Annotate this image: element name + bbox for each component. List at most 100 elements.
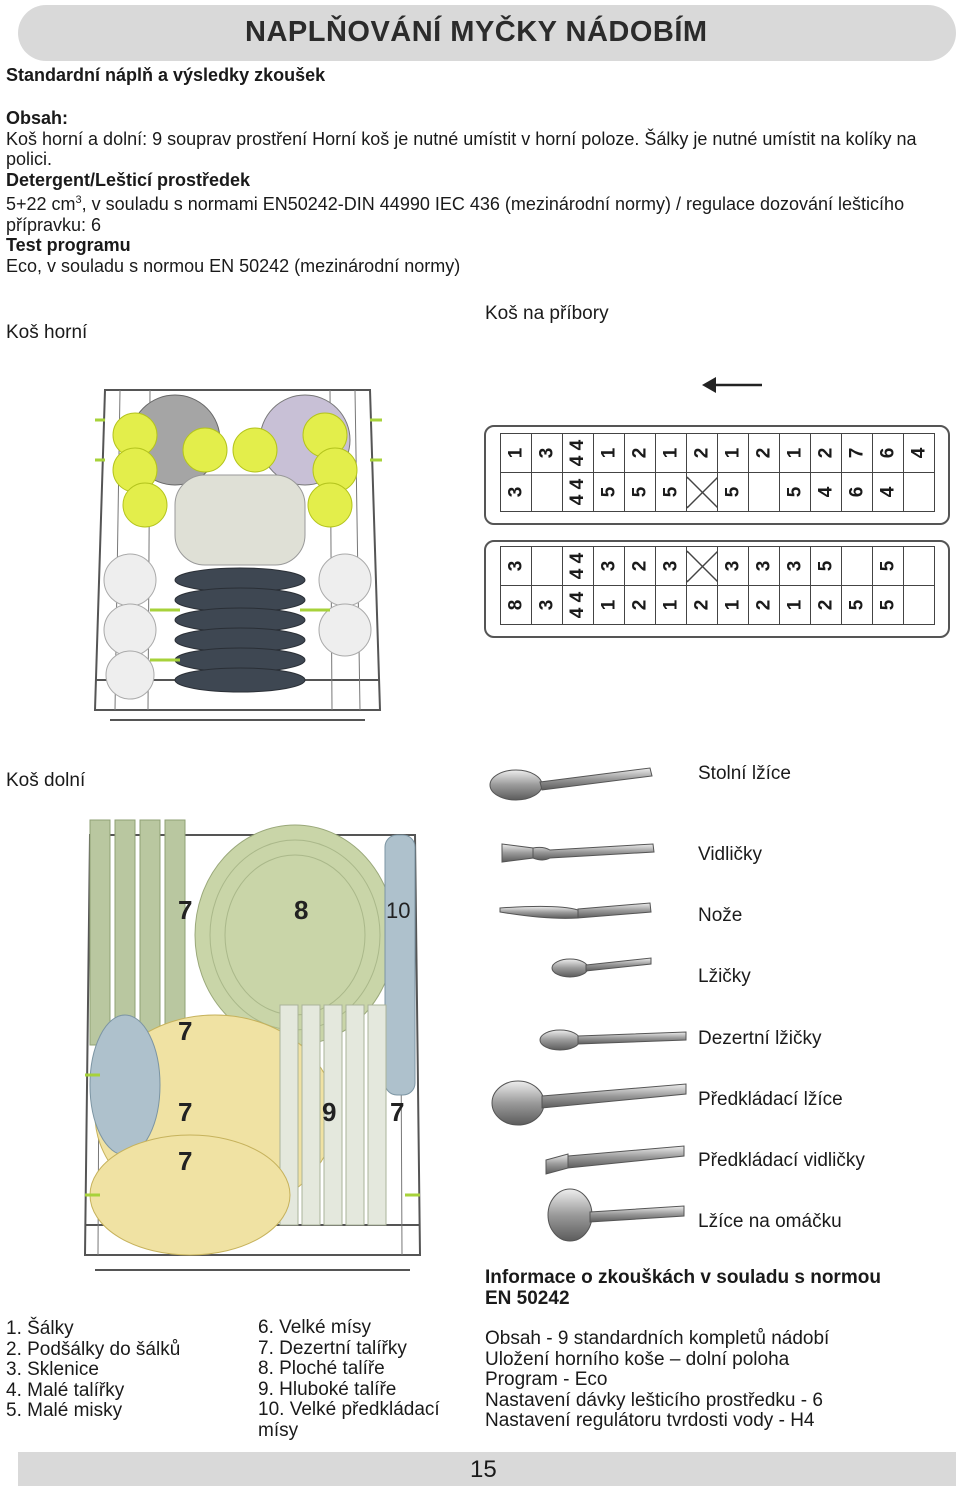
obsah-heading: Obsah: bbox=[6, 108, 69, 128]
legend-item: 2. Podšálky do šálků bbox=[6, 1338, 181, 1360]
grid-cell: 4 4 bbox=[562, 433, 594, 473]
grid-cell: 3 bbox=[717, 546, 749, 586]
cutlery-label: Lžíce na omáčku bbox=[698, 1211, 842, 1232]
test-info-block: Informace o zkouškách v souladu s normou… bbox=[485, 1267, 945, 1432]
cutlery-label: Předkládací lžíce bbox=[698, 1089, 843, 1110]
cutlery-label: Nože bbox=[698, 905, 743, 926]
legend-item: 6. Velké mísy bbox=[258, 1317, 371, 1338]
grid-cell: 2 bbox=[810, 433, 842, 473]
serving-fork-icon bbox=[545, 1145, 685, 1175]
basket-number: 7 bbox=[178, 1097, 193, 1127]
grid-cell: 2 bbox=[810, 585, 842, 625]
grid-cell: 3 bbox=[500, 472, 532, 512]
grid-cell bbox=[841, 546, 873, 586]
cutlery-label: Vidličky bbox=[698, 844, 763, 865]
grid-cell: 3 bbox=[779, 546, 811, 586]
lower-basket-label: Koš dolní bbox=[6, 770, 86, 791]
grid-cell: 8 bbox=[500, 585, 532, 625]
lower-basket-illustration bbox=[83, 819, 422, 1271]
legend-item: mísy bbox=[258, 1419, 299, 1441]
grid-cell: 4 bbox=[903, 433, 935, 473]
info-line: Uložení horního koše – dolní poloha bbox=[485, 1348, 790, 1370]
cutlery-illustrations bbox=[489, 767, 687, 1242]
grid-cell: 4 4 bbox=[562, 546, 594, 586]
basket-number: 8 bbox=[294, 895, 309, 925]
grid-cell bbox=[748, 472, 780, 512]
info-line: Nastavení regulátoru tvrdosti vody - H4 bbox=[485, 1410, 815, 1431]
cutlery-grid-bottom: 3 4 4 3 2 3 3 3 3 5 5 8 3 4 4 1 2 1 2 1 … bbox=[484, 540, 950, 638]
cutlery-label: Stolní lžíce bbox=[698, 763, 791, 784]
legend-item: 9. Hluboké talíře bbox=[258, 1378, 397, 1400]
basket-number: 7 bbox=[178, 1016, 193, 1046]
grid-cell: 4 4 bbox=[562, 585, 594, 625]
grid-cell: 5 bbox=[872, 585, 904, 625]
legend-item: 8. Ploché talíře bbox=[258, 1358, 385, 1379]
grid-cell: 3 bbox=[531, 433, 563, 473]
grid-cell: 5 bbox=[779, 472, 811, 512]
grid-cell: 6 bbox=[872, 433, 904, 473]
info-line: Program - Eco bbox=[485, 1369, 608, 1390]
grid-cell: 7 bbox=[841, 433, 873, 473]
legend-item: 4. Malé talířky bbox=[6, 1379, 125, 1401]
basket-number: 7 bbox=[390, 1097, 405, 1127]
grid-cell: 4 4 bbox=[562, 472, 594, 512]
fork-icon bbox=[501, 843, 655, 863]
test-text: Eco, v souladu s normou EN 50242 (meziná… bbox=[6, 255, 461, 276]
sauce-spoon-icon bbox=[547, 1188, 685, 1242]
info-line: Obsah - 9 standardních kompletů nádobí bbox=[485, 1328, 830, 1349]
knife-icon bbox=[499, 902, 652, 919]
grid-cell: 1 bbox=[717, 585, 749, 625]
header-bar bbox=[18, 5, 956, 61]
dessert-spoon-icon bbox=[539, 1029, 687, 1051]
grid-cell: 4 bbox=[872, 472, 904, 512]
section-subtitle: Standardní náplň a výsledky zkoušek bbox=[6, 65, 326, 85]
grid-cell: 5 bbox=[841, 585, 873, 625]
grid-cell bbox=[903, 546, 935, 586]
cutlery-grid-top: 1 3 4 4 1 2 1 2 1 2 1 2 7 6 4 3 4 4 5 5 … bbox=[484, 425, 950, 525]
upper-basket-label: Koš horní bbox=[6, 322, 88, 343]
grid-cell: 1 bbox=[593, 585, 625, 625]
grid-cell: 5 bbox=[593, 472, 625, 512]
grid-cell: 1 bbox=[593, 433, 625, 473]
grid-cell: 5 bbox=[717, 472, 749, 512]
page-title: NAPLŇOVÁNÍ MYČKY NÁDOBÍM bbox=[245, 16, 708, 48]
serving-spoon-icon bbox=[491, 1080, 687, 1126]
detergent-text: 5+22 cm3, v souladu s normami EN50242-DI… bbox=[6, 194, 905, 235]
grid-cell: 5 bbox=[810, 546, 842, 586]
grid-cell: 2 bbox=[624, 433, 656, 473]
basket-number: 7 bbox=[178, 895, 193, 925]
obsah-text: Koš horní a dolní: 9 souprav prostření H… bbox=[6, 128, 917, 170]
cutlery-label: Předkládací vidličky bbox=[698, 1150, 865, 1171]
grid-cell: 2 bbox=[624, 546, 656, 586]
cutlery-label: Dezertní lžičky bbox=[698, 1028, 822, 1049]
legend-item: 3. Sklenice bbox=[6, 1359, 99, 1380]
grid-cell: 3 bbox=[531, 585, 563, 625]
basket-number: 10 bbox=[386, 898, 411, 923]
test-heading: Test programu bbox=[6, 235, 131, 255]
grid-cell: 6 bbox=[841, 472, 873, 512]
grid-cell: 5 bbox=[624, 472, 656, 512]
grid-cell: 1 bbox=[779, 433, 811, 473]
teaspoon-icon bbox=[551, 957, 652, 978]
grid-cell: 1 bbox=[779, 585, 811, 625]
grid-cell: 2 bbox=[748, 585, 780, 625]
legend-list-left: 1. Šálky 2. Podšálky do šálků 3. Sklenic… bbox=[6, 1318, 181, 1422]
grid-cell: 1 bbox=[500, 433, 532, 473]
upper-basket-illustration bbox=[93, 389, 382, 721]
grid-cell bbox=[531, 546, 563, 586]
grid-cell: 5 bbox=[655, 472, 687, 512]
cutlery-label: Lžičky bbox=[698, 966, 751, 987]
legend-item: 7. Dezertní talířky bbox=[258, 1337, 407, 1359]
info-heading: Informace o zkouškách v souladu s normou bbox=[485, 1267, 881, 1288]
intro-text-block: Obsah: Koš horní a dolní: 9 souprav pros… bbox=[6, 108, 951, 276]
basket-number: 9 bbox=[322, 1097, 337, 1127]
cutlery-basket-label: Koš na příbory bbox=[485, 303, 609, 324]
grid-cell: 3 bbox=[748, 546, 780, 586]
table-spoon-icon bbox=[489, 767, 653, 801]
grid-cell: 3 bbox=[655, 546, 687, 586]
grid-cell: 1 bbox=[655, 433, 687, 473]
grid-cell: 5 bbox=[872, 546, 904, 586]
page-number: 15 bbox=[470, 1456, 497, 1483]
legend-item: 1. Šálky bbox=[6, 1318, 74, 1339]
direction-arrow-icon bbox=[702, 377, 762, 393]
